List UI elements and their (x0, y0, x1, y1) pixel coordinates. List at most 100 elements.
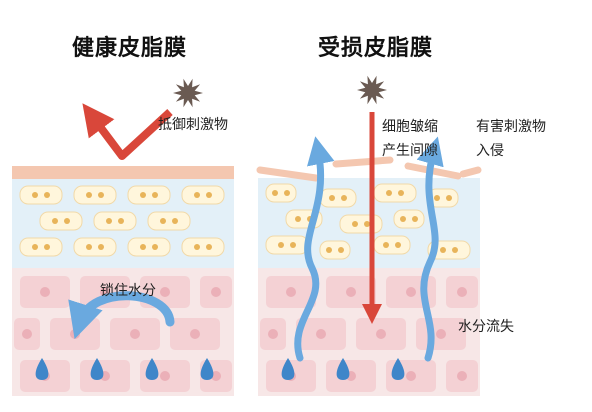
label-cell-shrink-1: 细胞皱缩 (382, 119, 438, 135)
dermis-nucleus (22, 329, 32, 339)
cell-lipid-dot (452, 247, 458, 253)
dermis-nucleus (436, 329, 446, 339)
corneocyte-cell (181, 237, 225, 257)
dermis-nucleus (190, 329, 200, 339)
cell-lipid-dot (106, 218, 112, 224)
dermis-nucleus (316, 329, 326, 339)
corneocyte-cell (339, 214, 383, 234)
cell-lipid-dot (206, 192, 212, 198)
cell-lipid-dot (412, 216, 418, 222)
corneocyte-cell (127, 237, 171, 257)
title-healthy: 健康皮脂膜 (72, 36, 188, 61)
label-irritant-1: 有害刺激物 (476, 119, 546, 135)
water-drop-icon (200, 358, 214, 380)
corneocyte-cell (93, 211, 137, 231)
cell-lipid-dot (295, 216, 301, 222)
dermis-nucleus (40, 287, 50, 297)
cell-lipid-dot (386, 190, 392, 196)
water-drop-icon (336, 358, 350, 380)
cell-lipid-dot (44, 244, 50, 250)
dermis-nucleus (376, 329, 386, 339)
deflect-arrow (82, 103, 173, 160)
corneocyte-cell (19, 185, 63, 205)
cell-lipid-dot (32, 244, 38, 250)
dermis-nucleus (160, 287, 170, 297)
sebum-film-broken (459, 166, 482, 178)
dermis-nucleus (211, 371, 221, 381)
cell-lipid-dot (446, 195, 452, 201)
water-drop-icon (281, 358, 295, 380)
cell-lipid-dot (52, 218, 58, 224)
cell-lipid-dot (118, 218, 124, 224)
cell-lipid-dot (290, 242, 296, 248)
corneocyte-cell (393, 209, 425, 229)
dermis-nucleus (130, 329, 140, 339)
corneocyte-cell (127, 185, 171, 205)
lock-water-arrow (68, 291, 175, 340)
cell-lipid-dot (64, 218, 70, 224)
cell-lipid-dot (352, 221, 358, 227)
water-drop-icon (391, 358, 405, 380)
dermis-nucleus (268, 329, 278, 339)
dermis-nucleus (286, 287, 296, 297)
cell-lipid-dot (440, 247, 446, 253)
corneocyte-cell (373, 235, 411, 255)
water-drop-icon (35, 358, 49, 380)
cell-lipid-dot (140, 192, 146, 198)
cell-lipid-dot (400, 216, 406, 222)
cell-lipid-dot (98, 244, 104, 250)
corneocyte-cell (319, 240, 351, 260)
dermis-nucleus (406, 371, 416, 381)
sebum-film-broken (332, 156, 394, 168)
corneocyte-cell (427, 240, 471, 260)
corneocyte-cell (147, 211, 191, 231)
cell-lipid-dot (338, 247, 344, 253)
cell-lipid-dot (194, 244, 200, 250)
cell-lipid-dot (172, 218, 178, 224)
dermis-nucleus (346, 287, 356, 297)
corneocyte-cell (181, 185, 225, 205)
cell-lipid-dot (44, 192, 50, 198)
cell-lipid-dot (329, 195, 335, 201)
corneocyte-cell (319, 188, 357, 208)
dermis-nucleus (457, 371, 467, 381)
corneocyte-cell (39, 211, 83, 231)
water-loss-arrow (294, 136, 335, 362)
label-lock-water: 锁住水分 (100, 283, 156, 299)
cell-lipid-dot (398, 190, 404, 196)
water-drop-icon (145, 358, 159, 380)
sebum-film-broken (256, 166, 320, 182)
water-loss-arrow (416, 136, 444, 362)
irritant-icon (173, 78, 203, 108)
cell-lipid-dot (395, 242, 401, 248)
dermis-nucleus (211, 287, 221, 297)
label-water-loss: 水分流失 (458, 319, 514, 335)
corneocyte-cell (373, 183, 417, 203)
cell-lipid-dot (160, 218, 166, 224)
label-irritant-2: 入侵 (476, 143, 504, 159)
dermis-nucleus (457, 287, 467, 297)
water-drop-icon (90, 358, 104, 380)
dermis-nucleus (160, 371, 170, 381)
cell-lipid-dot (284, 190, 290, 196)
cell-lipid-dot (272, 190, 278, 196)
title-damaged: 受损皮脂膜 (318, 36, 434, 61)
sebum-film-intact (12, 166, 234, 179)
cell-lipid-dot (86, 244, 92, 250)
cell-lipid-dot (326, 247, 332, 253)
cell-lipid-dot (98, 192, 104, 198)
cell-lipid-dot (86, 192, 92, 198)
cell-lipid-dot (152, 244, 158, 250)
corneocyte-cell (73, 237, 117, 257)
cell-lipid-dot (32, 192, 38, 198)
corneocyte-cell (73, 185, 117, 205)
cell-lipid-dot (140, 244, 146, 250)
cell-lipid-dot (194, 192, 200, 198)
irritant-icon (357, 75, 387, 105)
cell-lipid-dot (383, 242, 389, 248)
dermis-nucleus (70, 329, 80, 339)
corneocyte-cell (265, 235, 309, 255)
label-cell-shrink-2: 产生间隙 (382, 143, 438, 159)
